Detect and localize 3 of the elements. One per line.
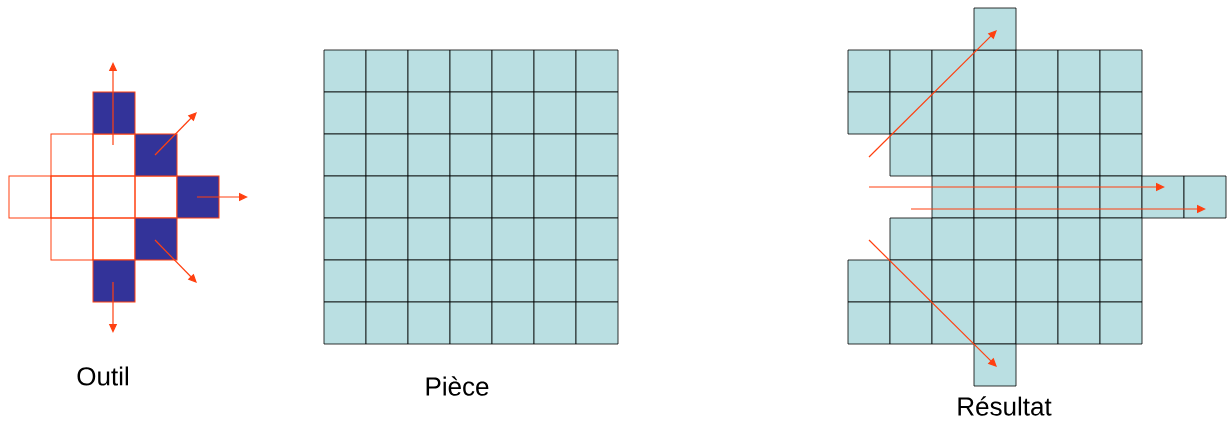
caption-label: Pièce [426, 376, 489, 396]
caption-label: Outil [77, 366, 128, 386]
caption-label: Résultat [958, 396, 1052, 416]
